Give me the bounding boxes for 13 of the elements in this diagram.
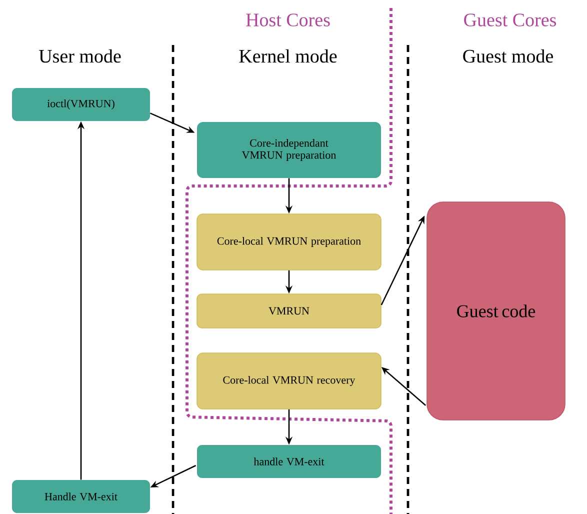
process-box: Core-local VMRUN preparation <box>196 214 382 270</box>
column-heading: User mode <box>38 49 121 63</box>
process-box: Core-local VMRUN recovery <box>196 352 382 410</box>
process-box: ioctl(VMRUN) <box>12 88 150 121</box>
process-box: VMRUN <box>196 294 382 328</box>
column-heading: Kernel mode <box>239 49 337 63</box>
guest-code-box: Guest code <box>426 202 566 420</box>
column-heading: Guest mode <box>463 49 553 63</box>
region-heading: Guest Cores <box>464 14 556 26</box>
region-heading: Host Cores <box>246 14 330 26</box>
process-box: handle VM-exit <box>197 444 381 478</box>
process-box: Handle VM-exit <box>12 480 150 513</box>
process-box: Core-independant VMRUN preparation <box>197 122 381 178</box>
